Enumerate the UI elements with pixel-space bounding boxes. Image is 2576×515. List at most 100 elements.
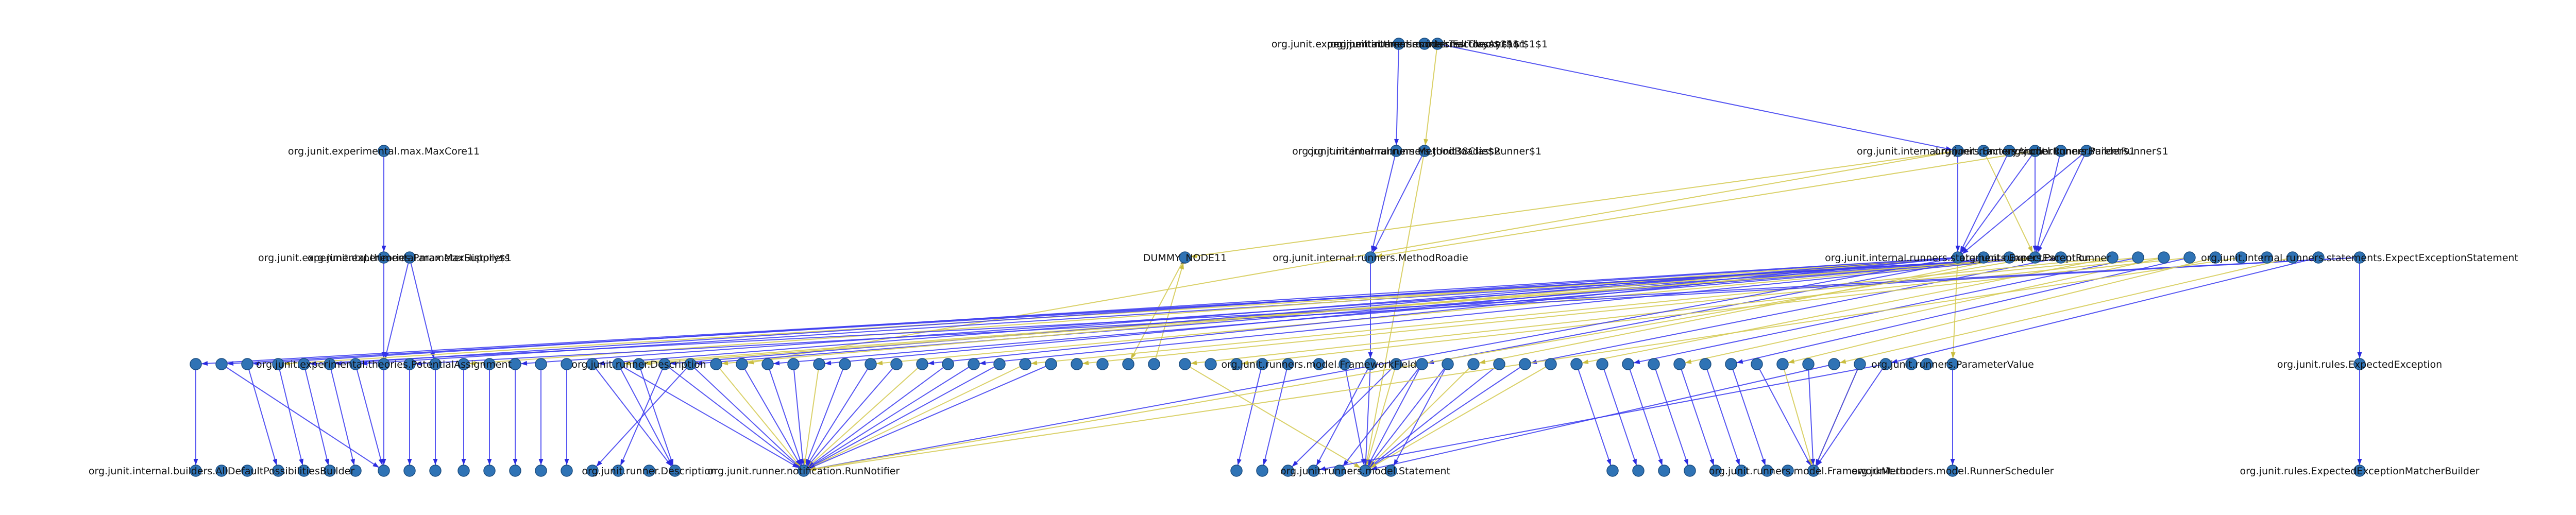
graph-node[interactable] (1418, 38, 1431, 50)
graph-node[interactable] (1946, 465, 1959, 477)
graph-node[interactable] (2286, 251, 2299, 264)
graph-node[interactable] (1071, 358, 1083, 370)
graph-node[interactable] (1338, 358, 1351, 370)
graph-node[interactable] (457, 358, 470, 370)
graph-node[interactable] (1390, 145, 1402, 157)
graph-node[interactable] (736, 358, 748, 370)
graph-node[interactable] (1442, 358, 1454, 370)
graph-node[interactable] (215, 358, 228, 370)
graph-node[interactable] (710, 358, 722, 370)
graph-node[interactable] (1359, 465, 1371, 477)
graph-node[interactable] (1735, 465, 1748, 477)
graph-node[interactable] (190, 358, 202, 370)
graph-node[interactable] (586, 358, 599, 370)
graph-node[interactable] (429, 465, 442, 477)
graph-node[interactable] (1493, 358, 1505, 370)
graph-node[interactable] (1751, 358, 1763, 370)
graph-node[interactable] (865, 358, 877, 370)
graph-node[interactable] (1418, 145, 1431, 157)
graph-node[interactable] (241, 465, 253, 477)
graph-node[interactable] (2261, 251, 2273, 264)
graph-node[interactable] (839, 358, 851, 370)
graph-node[interactable] (2003, 145, 2015, 157)
graph-node[interactable] (2353, 465, 2366, 477)
graph-node[interactable] (561, 465, 573, 477)
graph-node[interactable] (669, 465, 681, 477)
graph-node[interactable] (1256, 465, 1268, 477)
graph-node[interactable] (798, 465, 810, 477)
graph-node[interactable] (272, 465, 284, 477)
graph-node[interactable] (241, 358, 253, 370)
graph-node[interactable] (1952, 145, 1964, 157)
graph-node[interactable] (1282, 358, 1294, 370)
graph-node[interactable] (1570, 358, 1583, 370)
graph-node[interactable] (1596, 358, 1608, 370)
graph-node[interactable] (1393, 38, 1405, 50)
graph-node[interactable] (643, 465, 655, 477)
graph-node[interactable] (298, 358, 310, 370)
graph-node[interactable] (324, 465, 336, 477)
graph-node[interactable] (1385, 465, 1397, 477)
graph-node[interactable] (349, 465, 362, 477)
graph-node[interactable] (1019, 358, 1031, 370)
graph-node[interactable] (378, 358, 390, 370)
graph-node[interactable] (378, 465, 390, 477)
graph-node[interactable] (612, 465, 624, 477)
graph-node[interactable] (1390, 358, 1402, 370)
graph-node[interactable] (509, 358, 521, 370)
graph-node[interactable] (1313, 358, 1325, 370)
graph-node[interactable] (1709, 465, 1722, 477)
graph-node[interactable] (1828, 358, 1840, 370)
graph-node[interactable] (684, 358, 697, 370)
graph-node[interactable] (378, 145, 390, 157)
graph-node[interactable] (1308, 465, 1320, 477)
graph-node[interactable] (1684, 465, 1696, 477)
graph-node[interactable] (1230, 465, 1243, 477)
graph-node[interactable] (215, 465, 228, 477)
graph-node[interactable] (2055, 251, 2067, 264)
graph-node[interactable] (1921, 358, 1933, 370)
graph-node[interactable] (349, 358, 362, 370)
graph-node[interactable] (2106, 251, 2119, 264)
graph-node[interactable] (1096, 358, 1109, 370)
graph-node[interactable] (993, 358, 1006, 370)
graph-node[interactable] (483, 358, 496, 370)
graph-node[interactable] (2132, 251, 2144, 264)
graph-node[interactable] (1977, 251, 1990, 264)
graph-node[interactable] (586, 465, 599, 477)
graph-node[interactable] (1879, 358, 1892, 370)
graph-node[interactable] (1467, 358, 1480, 370)
graph-node[interactable] (890, 358, 903, 370)
graph-node[interactable] (535, 358, 547, 370)
graph-node[interactable] (1545, 358, 1557, 370)
graph-node[interactable] (1045, 358, 1057, 370)
graph-node[interactable] (2209, 251, 2222, 264)
graph-node[interactable] (1782, 465, 1794, 477)
graph-node[interactable] (1364, 358, 1377, 370)
graph-node[interactable] (942, 358, 954, 370)
graph-node[interactable] (298, 465, 310, 477)
graph-node[interactable] (1802, 358, 1815, 370)
graph-node[interactable] (1952, 251, 1964, 264)
graph-node[interactable] (1673, 358, 1686, 370)
graph-node[interactable] (813, 358, 825, 370)
graph-node[interactable] (2080, 145, 2093, 157)
graph-node[interactable] (190, 465, 202, 477)
graph-node[interactable] (403, 465, 416, 477)
graph-node[interactable] (1205, 358, 1217, 370)
graph-node[interactable] (2312, 251, 2325, 264)
graph-node[interactable] (916, 358, 928, 370)
graph-node[interactable] (2003, 251, 2015, 264)
graph-node[interactable] (2029, 145, 2041, 157)
graph-node[interactable] (1622, 358, 1634, 370)
graph-node[interactable] (1977, 145, 1990, 157)
graph-node[interactable] (1179, 358, 1191, 370)
graph-node[interactable] (1431, 38, 1444, 50)
graph-node[interactable] (2353, 251, 2366, 264)
graph-node[interactable] (2183, 251, 2196, 264)
graph-node[interactable] (1761, 465, 1773, 477)
graph-node[interactable] (787, 358, 800, 370)
graph-node[interactable] (1854, 358, 1866, 370)
graph-node[interactable] (1946, 358, 1959, 370)
graph-node[interactable] (403, 251, 416, 264)
